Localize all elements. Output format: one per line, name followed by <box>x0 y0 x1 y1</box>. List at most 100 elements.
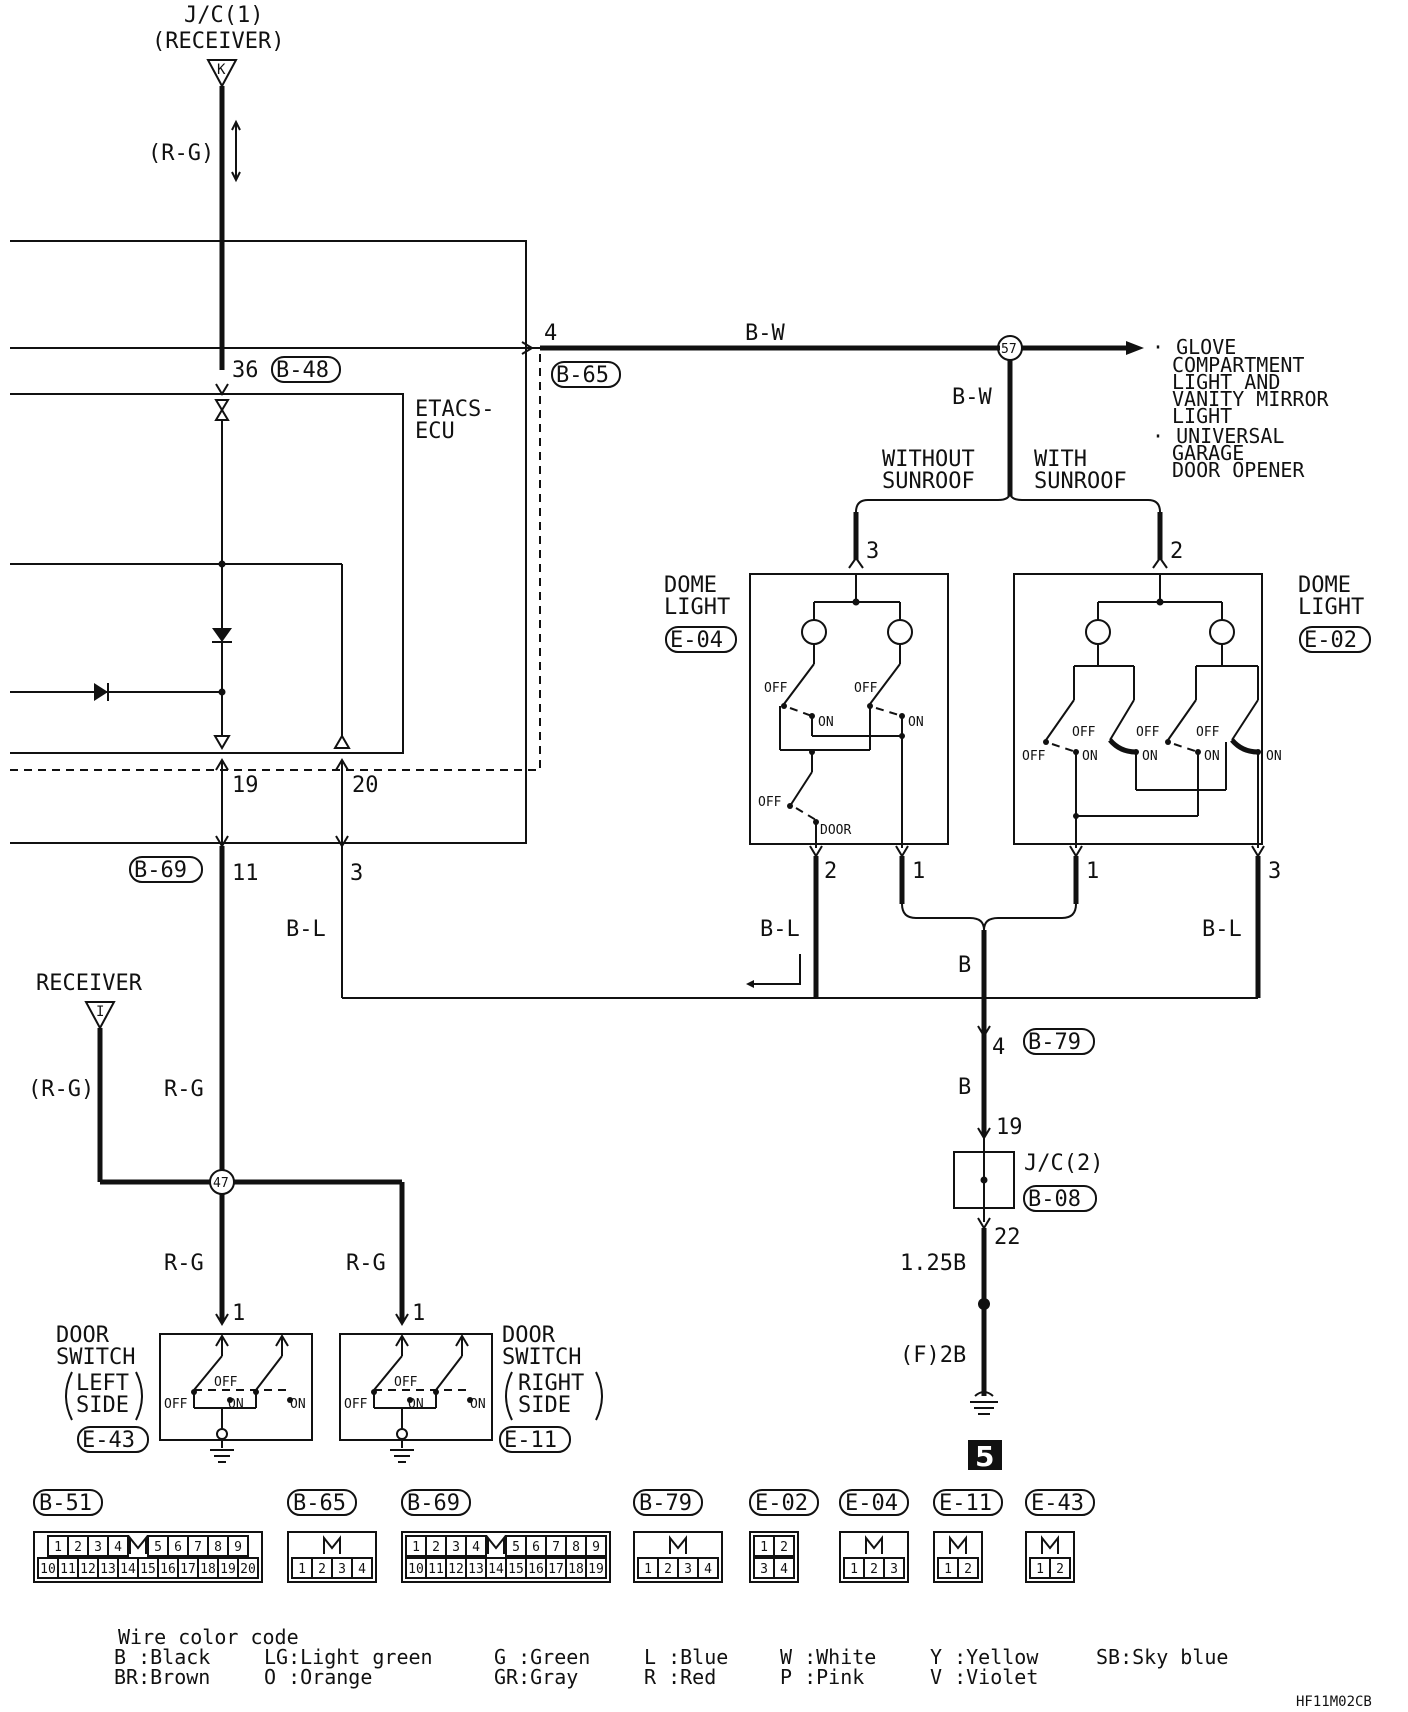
ds-left-paren-open <box>65 1371 73 1421</box>
pin11-label: 11 <box>232 861 259 886</box>
pin-k-label: K <box>217 62 226 78</box>
e02-on-1: ON <box>1082 749 1098 764</box>
pin-cell <box>465 1535 487 1557</box>
legend-orange: O :Orange <box>264 1665 372 1689</box>
pin-number: 4 <box>780 1562 788 1577</box>
legend-blue: L :Blue <box>644 1645 728 1669</box>
e02-off-1: OFF <box>1022 749 1046 764</box>
connector-housing <box>749 1531 799 1583</box>
wire-color-legend: Wire color code B :Black LG:Light green … <box>114 1625 1228 1689</box>
door-switch-left-label-4: SIDE <box>76 1393 129 1418</box>
rg1-label: R-G <box>164 1077 204 1102</box>
ds-right-paren-open <box>505 1371 513 1421</box>
e11-connector-tag <box>499 1426 571 1453</box>
pin-number: 3 <box>452 1540 460 1555</box>
legend-red: R :Red <box>644 1665 716 1689</box>
pin-number: 17 <box>180 1562 196 1577</box>
pin-cell <box>697 1557 719 1579</box>
connector-id-label: E-02 <box>755 1491 808 1516</box>
dome-light-e02-box <box>1013 573 1263 845</box>
e02-off-2: OFF <box>1072 725 1096 740</box>
e02-on-3: ON <box>1204 749 1220 764</box>
etacs-label-2: ECU <box>415 419 455 444</box>
pin-cell <box>107 1535 129 1557</box>
pin-cell <box>773 1557 795 1579</box>
b79-pin4-arrow-icon <box>977 1025 991 1038</box>
ds-left-on-1: ON <box>228 1397 244 1412</box>
lock-tab-icon <box>487 1535 505 1554</box>
svg-text:LIGHT AND: LIGHT AND <box>1172 370 1280 394</box>
pin-cell <box>883 1557 905 1579</box>
pin-number: 1 <box>412 1540 420 1555</box>
ds-left-paren-close <box>135 1371 143 1421</box>
connector-id-label: B-65 <box>293 1491 346 1516</box>
lock-tab-icon <box>865 1535 883 1554</box>
pin3-label: 3 <box>350 861 363 886</box>
e04-label: E-04 <box>670 628 723 653</box>
e04-pin2-label: 2 <box>824 859 837 884</box>
legend-brown: BR:Brown <box>114 1665 210 1689</box>
e04-pin3-label: 3 <box>866 539 879 564</box>
svg-text:GARAGE: GARAGE <box>1172 441 1244 465</box>
rg-paren-top-label: (R-G) <box>148 141 214 166</box>
legend-title: Wire color code <box>118 1625 299 1649</box>
dome-light-right-label-2: LIGHT <box>1298 595 1364 620</box>
b65-label: B-65 <box>556 363 609 388</box>
dome-light-e04-box <box>749 573 949 845</box>
pin-number: 6 <box>174 1540 182 1555</box>
pin-number: 2 <box>74 1540 82 1555</box>
e02-pin2-arrow-icon <box>1152 556 1168 569</box>
e04-off-1: OFF <box>764 681 788 696</box>
door-switch-right-label-4: SIDE <box>518 1393 571 1418</box>
svg-text:VANITY MIRROR: VANITY MIRROR <box>1172 387 1329 411</box>
right-switch-pin1-arrow-icon <box>395 1313 409 1326</box>
pin-number: 6 <box>532 1540 540 1555</box>
legend-green: G :Green <box>494 1645 590 1669</box>
door-switch-left-label-3: LEFT <box>76 1371 129 1396</box>
e04-on-2: ON <box>908 715 924 730</box>
lock-tab-icon <box>1041 1535 1059 1554</box>
connector-tag <box>1025 1489 1095 1516</box>
b48-label: B-48 <box>276 358 329 383</box>
pin-number: 1 <box>850 1562 858 1577</box>
e04-connector-tag <box>665 626 737 653</box>
pin-number: 20 <box>240 1562 256 1577</box>
e02-off-4: OFF <box>1196 725 1220 740</box>
door-switch-left-label-1: DOOR <box>56 1323 110 1348</box>
connector-tag <box>749 1489 819 1516</box>
pin-number: 2 <box>964 1562 972 1577</box>
bl-branch-arrow-icon <box>754 954 801 985</box>
rg-paren-left-label: (R-G) <box>28 1077 94 1102</box>
legend-gray: GR:Gray <box>494 1665 578 1689</box>
pin-number: 12 <box>80 1562 96 1577</box>
dome-light-left-label-2: LIGHT <box>664 595 730 620</box>
pin-number: 19 <box>588 1562 604 1577</box>
pin-number: 10 <box>40 1562 56 1577</box>
b79-label: B-79 <box>1028 1030 1081 1055</box>
svg-text:LIGHT: LIGHT <box>1172 404 1232 428</box>
ground-brace <box>901 903 1077 931</box>
connector-housing <box>401 1531 611 1583</box>
svg-text:DOOR OPENER: DOOR OPENER <box>1172 458 1305 482</box>
etacs-internal-circuit <box>10 399 351 750</box>
lock-tab-icon <box>323 1535 341 1554</box>
svg-text:· GLOVE: · GLOVE <box>1152 335 1236 359</box>
conn57-label: 57 <box>1001 342 1017 357</box>
pin-cell <box>1049 1557 1071 1579</box>
pin-number: 18 <box>568 1562 584 1577</box>
etacs-inner-frame <box>10 393 404 754</box>
pin-i-label: I <box>96 1004 104 1020</box>
b08-label: B-08 <box>1028 1187 1081 1212</box>
pin-number: 2 <box>1056 1562 1064 1577</box>
dome-light-left-label-1: DOME <box>664 573 717 598</box>
connector-housing <box>33 1531 263 1583</box>
svg-text:· UNIVERSAL: · UNIVERSAL <box>1152 424 1284 448</box>
jc2-pin19-label: 19 <box>996 1115 1023 1140</box>
etacs-outer-frame <box>10 240 527 844</box>
bl-right-label: B-L <box>1202 917 1242 942</box>
